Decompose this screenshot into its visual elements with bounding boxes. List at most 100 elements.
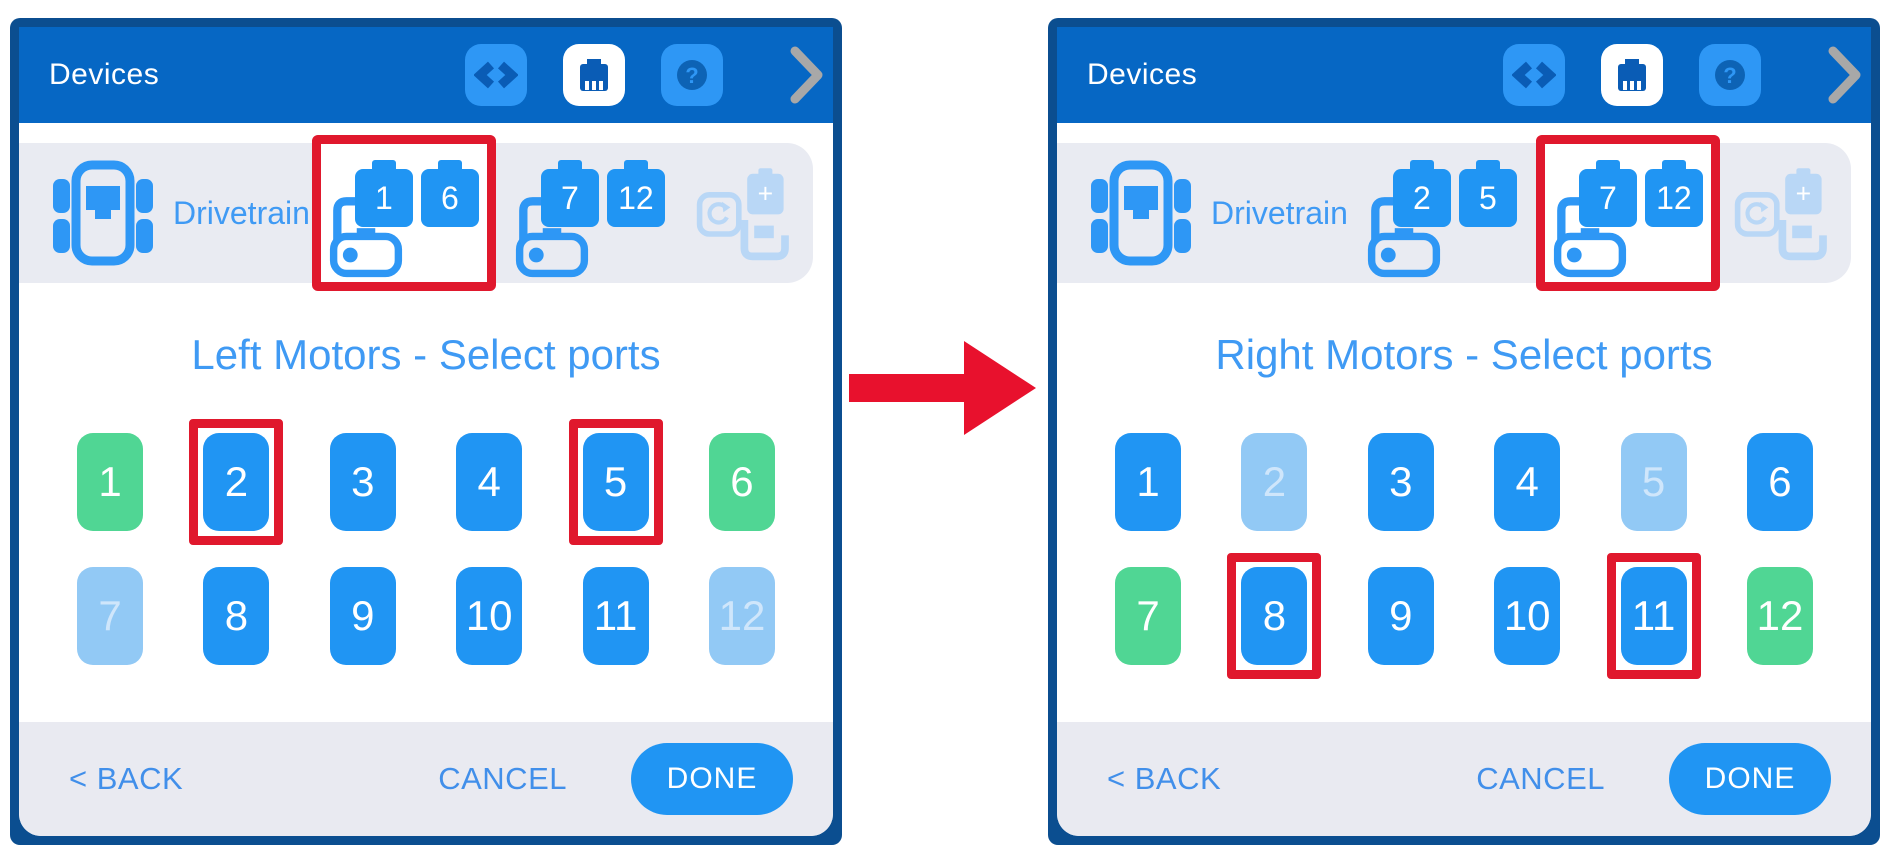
port-badge: 7 (540, 169, 599, 227)
port-highlight-frame: 2 (1227, 419, 1321, 545)
help-icon[interactable]: ? (661, 44, 723, 106)
port-tile[interactable]: 6 (1746, 433, 1813, 531)
done-button[interactable]: DONE (1669, 743, 1831, 815)
port-highlight-frame: 5 (1607, 419, 1701, 545)
svg-text:?: ? (1723, 63, 1736, 88)
port-highlight-frame: 11 (1606, 553, 1701, 679)
svg-text:+: + (1796, 179, 1812, 209)
drivetrain-row[interactable]: Drivetrain 1 6 (19, 135, 813, 291)
port-tile[interactable]: 12 (1746, 567, 1813, 665)
done-button[interactable]: DONE (631, 743, 793, 815)
port-tile[interactable]: 9 (1367, 567, 1434, 665)
add-gyro-icon[interactable]: + (694, 147, 792, 279)
motor-group-right[interactable]: 7 12 (498, 135, 682, 291)
port-tile[interactable]: 10 (456, 567, 523, 665)
port-highlight-frame: 7 (1101, 553, 1195, 679)
port-tile[interactable]: 6 (708, 433, 775, 531)
port-tile[interactable]: 3 (1367, 433, 1434, 531)
port-highlight-frame: 3 (1354, 419, 1448, 545)
motor-group-icon (515, 197, 588, 278)
svg-text:?: ? (685, 63, 698, 88)
port-tile[interactable]: 7 (1115, 567, 1181, 665)
port-badge: 5 (1458, 169, 1517, 227)
port-tile[interactable]: 2 (203, 433, 270, 531)
drivetrain-icon (1091, 160, 1191, 266)
port-tile[interactable]: 1 (1115, 433, 1181, 531)
cancel-button[interactable]: CANCEL (1476, 761, 1605, 796)
port-tile[interactable]: 4 (1494, 433, 1561, 531)
port-highlight-frame: 8 (189, 553, 283, 679)
port-highlight-frame: 7 (63, 553, 157, 679)
drivetrain-label: Drivetrain (173, 194, 310, 231)
port-tile[interactable]: 1 (77, 433, 143, 531)
motor-group-icon (329, 197, 402, 278)
port-highlight-frame: 1 (63, 419, 157, 545)
select-ports-title: Right Motors - Select ports (1215, 331, 1713, 378)
cancel-button[interactable]: CANCEL (438, 761, 567, 796)
port-badge: 7 (1578, 169, 1637, 227)
port-highlight-frame: 2 (189, 419, 284, 545)
back-button[interactable]: < BACK (1107, 761, 1222, 796)
port-badge: 2 (1392, 169, 1451, 227)
devices-panel-left: Devices ? (10, 18, 842, 845)
port-badge: 6 (420, 169, 479, 227)
port-tile[interactable]: 9 (329, 567, 396, 665)
motor-group-left[interactable]: 2 5 (1350, 135, 1534, 291)
port-highlight-frame: 6 (1733, 419, 1827, 545)
svg-text:+: + (758, 179, 774, 209)
port-highlight-frame: 10 (1480, 553, 1574, 679)
port-tile[interactable]: 11 (1620, 567, 1687, 665)
transition-arrow (849, 341, 1036, 435)
port-tile[interactable]: 5 (1620, 433, 1687, 531)
port-tile[interactable]: 8 (203, 567, 270, 665)
port-grid: 1 2 3 4 5 6 7 8 9 10 11 12 (19, 419, 833, 679)
motor-group-icon (1553, 197, 1626, 278)
port-grid: 1 2 3 4 5 6 7 8 9 10 11 12 (1057, 419, 1871, 679)
code-icon[interactable] (1503, 44, 1565, 106)
port-highlight-frame: 11 (569, 553, 663, 679)
drivetrain-icon (53, 160, 153, 266)
port-tile[interactable]: 7 (77, 567, 143, 665)
motor-group-icon (1367, 197, 1440, 278)
port-highlight-frame: 9 (1354, 553, 1448, 679)
port-badge: 1 (354, 169, 413, 227)
forward-chevron-icon[interactable] (789, 45, 827, 105)
forward-chevron-icon[interactable] (1827, 45, 1865, 105)
devices-panel-right: Devices ? (1048, 18, 1880, 845)
brain-port-icon[interactable] (1601, 44, 1663, 106)
brain-port-icon[interactable] (563, 44, 625, 106)
port-tile[interactable]: 2 (1241, 433, 1308, 531)
port-tile[interactable]: 12 (708, 567, 775, 665)
port-tile[interactable]: 11 (582, 567, 649, 665)
devices-header: Devices ? (1057, 27, 1871, 123)
motor-group-left[interactable]: 1 6 (311, 135, 496, 291)
port-highlight-frame: 10 (442, 553, 536, 679)
drivetrain-label: Drivetrain (1211, 194, 1348, 231)
help-icon[interactable]: ? (1699, 44, 1761, 106)
port-badge: 12 (1644, 169, 1703, 227)
port-highlight-frame: 1 (1101, 419, 1195, 545)
page-title: Devices (49, 58, 160, 91)
add-gyro-icon[interactable]: + (1732, 147, 1830, 279)
port-highlight-frame: 12 (695, 553, 789, 679)
page-title: Devices (1087, 58, 1198, 91)
select-ports-title: Left Motors - Select ports (191, 331, 661, 378)
port-highlight-frame: 4 (1480, 419, 1574, 545)
footer-bar: < BACK CANCEL DONE (1057, 722, 1871, 836)
footer-bar: < BACK CANCEL DONE (19, 722, 833, 836)
devices-header: Devices ? (19, 27, 833, 123)
port-badge: 12 (606, 169, 665, 227)
port-tile[interactable]: 3 (329, 433, 396, 531)
code-icon[interactable] (465, 44, 527, 106)
port-tile[interactable]: 4 (456, 433, 523, 531)
motor-group-right[interactable]: 7 12 (1535, 135, 1720, 291)
port-highlight-frame: 9 (316, 553, 410, 679)
back-button[interactable]: < BACK (69, 761, 184, 796)
port-tile[interactable]: 10 (1494, 567, 1561, 665)
port-tile[interactable]: 8 (1241, 567, 1308, 665)
port-highlight-frame: 3 (316, 419, 410, 545)
drivetrain-row[interactable]: Drivetrain 2 5 (1057, 135, 1851, 291)
port-tile[interactable]: 5 (582, 433, 649, 531)
port-highlight-frame: 5 (568, 419, 663, 545)
port-highlight-frame: 4 (442, 419, 536, 545)
